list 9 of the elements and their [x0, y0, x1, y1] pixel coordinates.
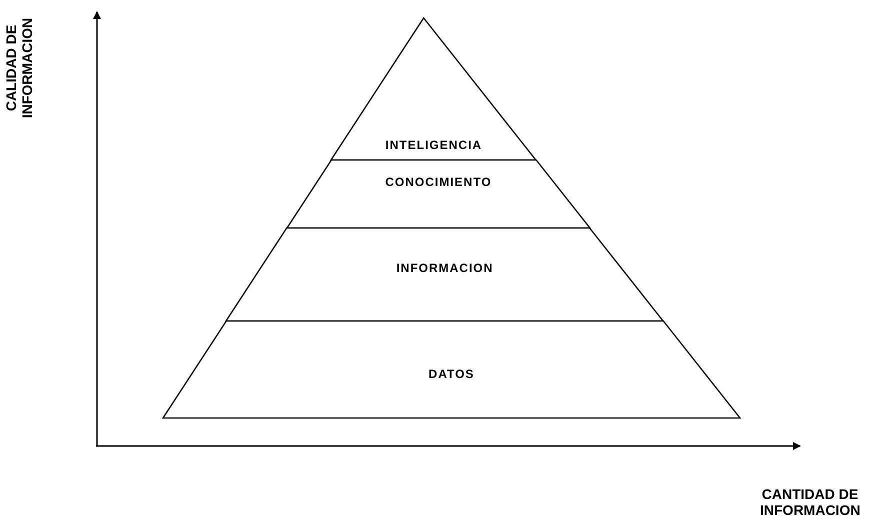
- pyramid-level: [226, 228, 664, 321]
- level-label: INFORMACION: [395, 261, 494, 275]
- axis-label: CANTIDAD DE INFORMACION: [760, 486, 860, 518]
- axis-label: CALIDAD DE INFORMACION: [3, 16, 35, 120]
- level-label: CONOCIMIENTO: [384, 175, 493, 189]
- pyramid-level: [163, 321, 740, 418]
- level-label: INTELIGENCIA: [384, 138, 484, 152]
- pyramid-level: [331, 18, 536, 160]
- level-label: DATOS: [428, 367, 476, 381]
